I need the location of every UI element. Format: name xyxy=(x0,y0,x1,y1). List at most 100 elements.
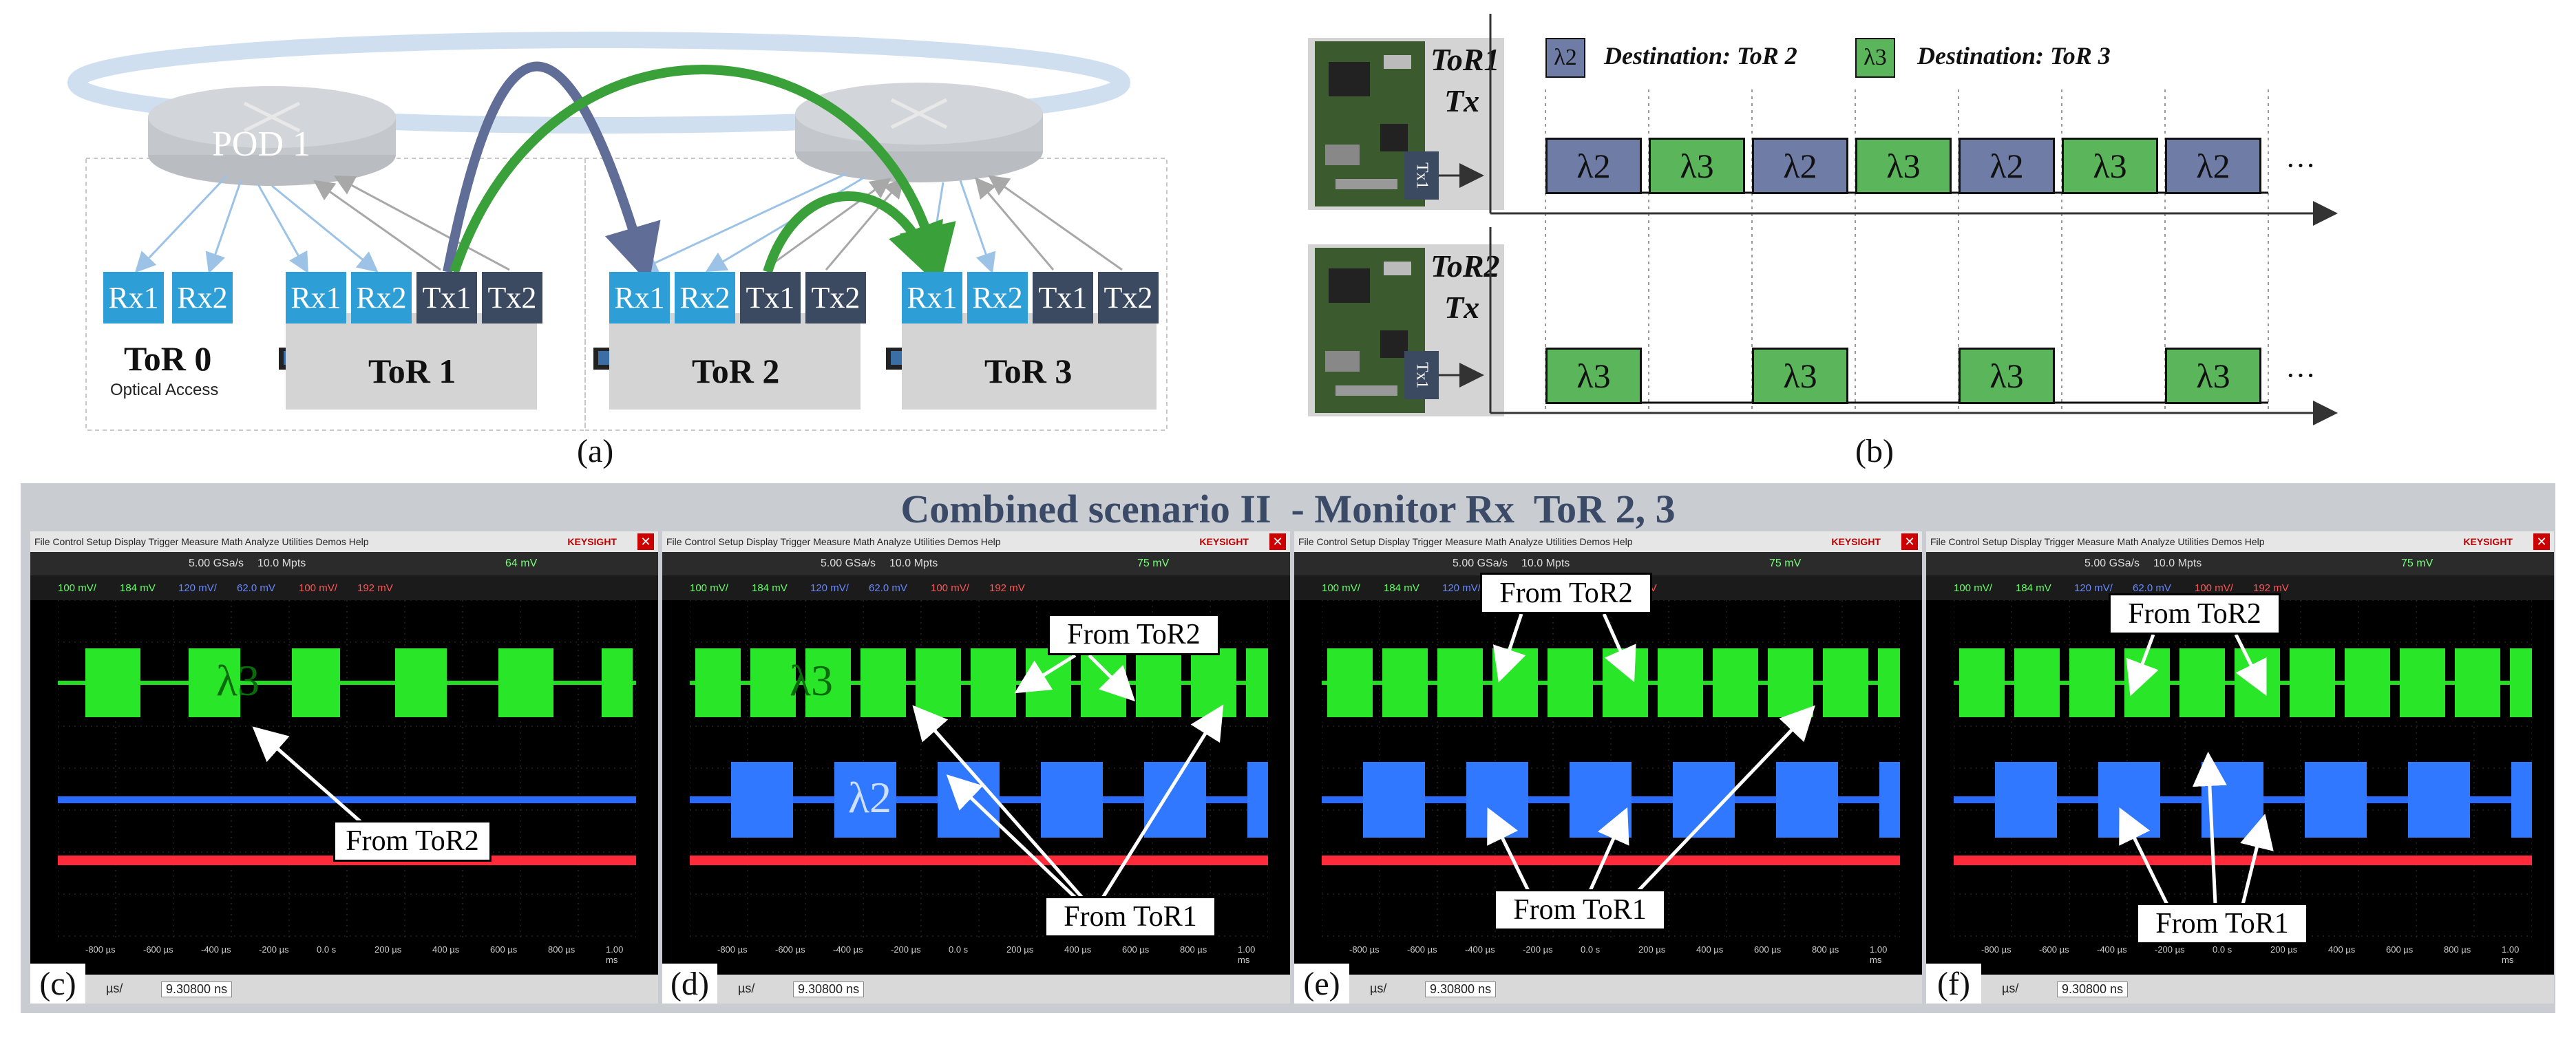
ch3-scale: 100 mV/ xyxy=(2195,582,2233,594)
blue-burst xyxy=(2305,762,2367,838)
scope-memory: 10.0 Mpts xyxy=(2153,558,2202,569)
callout-label: From ToR1 xyxy=(1494,889,1666,931)
ch1-scale: 100 mV/ xyxy=(690,582,728,594)
scope-time-scale: µs/ xyxy=(106,981,123,995)
callout-arrows xyxy=(2119,633,2274,906)
scope-x-tick: 800 µs xyxy=(2444,944,2471,955)
callout-arrow xyxy=(946,774,1077,899)
scope-menubar: File Control Setup Display Trigger Measu… xyxy=(662,531,1290,552)
green-burst xyxy=(602,648,633,717)
scope-x-tick: -800 µs xyxy=(1349,944,1380,955)
scope-time-scale: µs/ xyxy=(738,981,755,995)
ch2-offset: 62.0 mV xyxy=(2133,582,2171,594)
green-burst xyxy=(2179,648,2225,717)
tor1-ellipsis: ··· xyxy=(2285,149,2316,182)
tor1-tx-title-line1: ToR1 xyxy=(1430,42,1500,77)
tor3-port-rx2: Rx2 xyxy=(967,272,1028,323)
callout-arrow xyxy=(1487,807,1530,892)
scope-time-delay: 9.30800 ns xyxy=(2057,981,2129,997)
scope-panel-tag: (d) xyxy=(662,964,717,1004)
scope-x-tick: -800 µs xyxy=(717,944,748,955)
scope-time-scale: µs/ xyxy=(1370,981,1387,995)
scope-x-tick: 800 µs xyxy=(1812,944,1839,955)
scope-x-tick: 600 µs xyxy=(1754,944,1782,955)
scope-x-tick: -600 µs xyxy=(1407,944,1437,955)
scope-x-tick: 200 µs xyxy=(1006,944,1034,955)
ch1-scale: 100 mV/ xyxy=(1954,582,1992,594)
tor1-port-rx2: Rx2 xyxy=(351,272,412,323)
scope-waveform-area xyxy=(690,600,1268,937)
scope-x-tick: 600 µs xyxy=(2386,944,2414,955)
scope-trigger-level: 75 mV xyxy=(1769,558,1802,569)
ch3-offset: 192 mV xyxy=(357,582,393,594)
blue-burst xyxy=(2511,762,2532,838)
ch3-offset: 192 mV xyxy=(989,582,1025,594)
scope-x-tick: 600 µs xyxy=(490,944,518,955)
scope-brand: KEYSIGHT xyxy=(567,536,617,547)
panel-b: λ2 Destination: ToR 2 λ3 Destination: To… xyxy=(1294,0,2576,482)
scope-menubar: File Control Setup Display Trigger Measu… xyxy=(1294,531,1922,552)
green-burst xyxy=(805,648,851,717)
scope-x-tick: -400 µs xyxy=(1465,944,1495,955)
scope-panel-tag: (e) xyxy=(1294,964,1349,1004)
callout-label: From ToR2 xyxy=(1048,614,1220,655)
callout-arrow xyxy=(1602,613,1636,683)
callout-label: From ToR2 xyxy=(1480,573,1652,614)
tor2-tx1-tag: Tx1 xyxy=(1404,351,1439,399)
scope-x-tick: -600 µs xyxy=(775,944,805,955)
tor2-tx-title-line2: Tx xyxy=(1444,290,1480,325)
arc-tor2-to-tor3 xyxy=(763,191,943,284)
green-burst xyxy=(2455,648,2500,717)
green-burst xyxy=(292,648,340,717)
lambda3-overlay: λ3 xyxy=(790,656,834,705)
tor2-port-rx1: Rx1 xyxy=(609,272,670,323)
ch2-scale: 120 mV/ xyxy=(178,582,217,594)
green-burst xyxy=(1959,648,2005,717)
callout-label: From ToR1 xyxy=(1044,896,1216,937)
legend-lambda2-swatch: λ2 xyxy=(1545,38,1585,78)
scope-time-delay: 9.30800 ns xyxy=(1425,981,1497,997)
callout-arrow xyxy=(912,705,1084,899)
tor3-port-tx2: Tx2 xyxy=(1098,272,1159,323)
blue-burst xyxy=(1247,762,1268,838)
blue-burst xyxy=(2408,762,2470,838)
ch3-scale: 100 mV/ xyxy=(931,582,969,594)
scope-x-tick: 400 µs xyxy=(1696,944,1724,955)
green-burst xyxy=(395,648,447,717)
scope-menu-text: File Control Setup Display Trigger Measu… xyxy=(34,536,369,547)
green-burst xyxy=(1327,648,1373,717)
scope-x-tick: -200 µs xyxy=(891,944,921,955)
close-icon: ✕ xyxy=(637,533,654,550)
tor1-port-tx1: Tx1 xyxy=(416,272,477,323)
scope-x-tick: 1.00 ms xyxy=(1870,944,1888,965)
panel-a-network-graphic xyxy=(67,32,1168,431)
tor2-port-tx1: Tx1 xyxy=(740,272,801,323)
green-burst xyxy=(498,648,553,717)
scope-brand: KEYSIGHT xyxy=(2463,536,2513,547)
scope-x-tick: -400 µs xyxy=(2097,944,2127,955)
callout-arrows xyxy=(912,653,1224,899)
scope-toolbar: 5.00 GSa/s 10.0 Mpts 75 mV xyxy=(662,552,1290,575)
blue-burst xyxy=(731,762,793,838)
tor1-port-rx1: Rx1 xyxy=(286,272,346,323)
callout-arrow xyxy=(252,726,362,823)
tor1-slot: λ2 xyxy=(2165,138,2261,194)
tor2-slot: λ3 xyxy=(1752,348,1848,404)
scope-x-tick: -400 µs xyxy=(201,944,231,955)
scope-statusbar: µs/ 9.30800 ns xyxy=(1294,975,1922,1004)
scope-time-delay: 9.30800 ns xyxy=(161,981,233,997)
ch1-offset: 184 mV xyxy=(1384,582,1419,594)
ch3-scale: 100 mV/ xyxy=(299,582,337,594)
callout-arrow xyxy=(1088,654,1136,702)
ch2-offset: 62.0 mV xyxy=(869,582,907,594)
scope-sample-rate: 5.00 GSa/s xyxy=(1453,558,1508,569)
scope-x-tick: 600 µs xyxy=(1122,944,1150,955)
callout-arrow xyxy=(2126,634,2159,697)
close-icon: ✕ xyxy=(2533,533,2550,550)
blue-burst xyxy=(1776,762,1838,838)
scope-x-tick: 400 µs xyxy=(432,944,460,955)
callout-arrow xyxy=(1588,807,1629,892)
green-burst xyxy=(1246,648,1268,717)
blue-trace-baseline xyxy=(58,796,636,803)
